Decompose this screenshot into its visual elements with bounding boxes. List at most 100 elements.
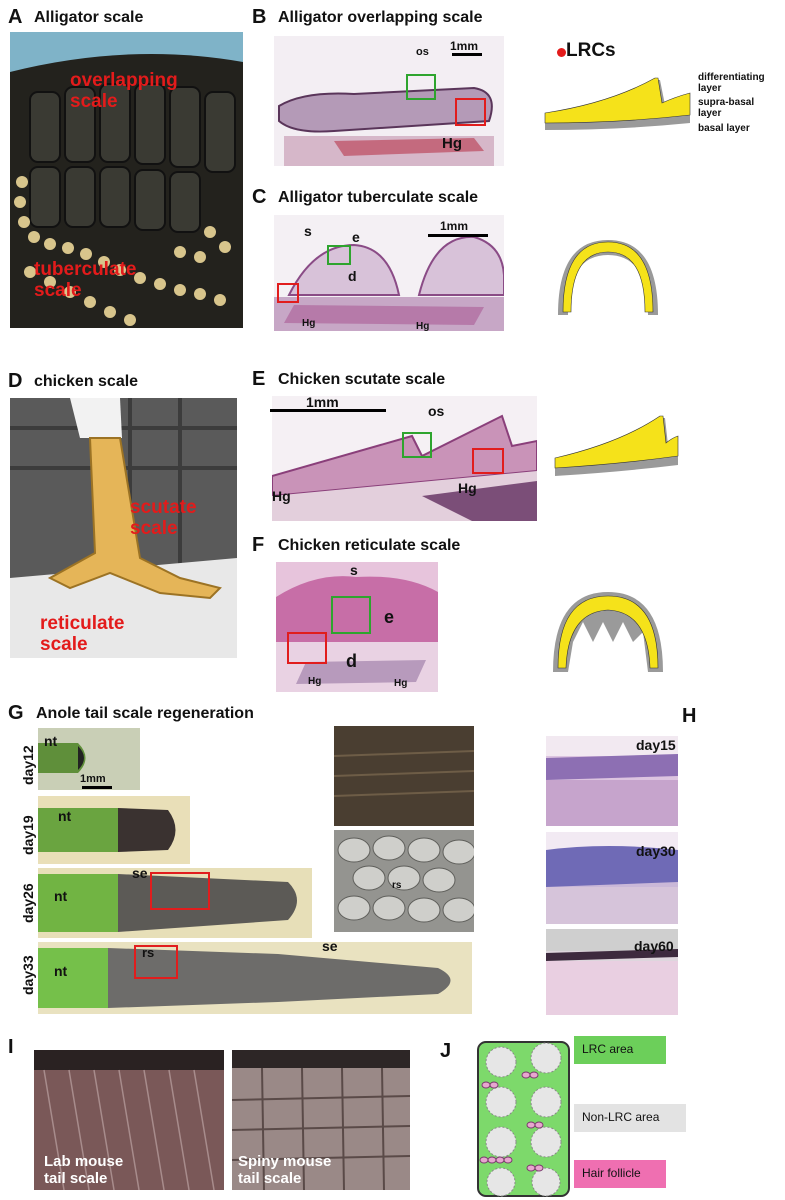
panel-b-os-label: os: [416, 46, 429, 58]
chicken-photo: [10, 398, 237, 658]
h-day15-histology: [546, 736, 678, 826]
overlapping-scale-label: overlapping scale: [70, 70, 178, 112]
anole-day33-graphic: [38, 948, 451, 1008]
overlapping-schematic: [540, 75, 695, 135]
spiny-mouse-label: Spiny mouse tail scale: [238, 1153, 332, 1187]
panel-e-scale-label: 1mm: [306, 394, 339, 410]
day33-rs-label: rs: [142, 945, 155, 960]
panel-f-letter: F: [252, 534, 265, 556]
day33-red-box: [134, 945, 178, 979]
closeup-rs-label: rs: [392, 880, 402, 891]
lrc-area-legend: LRC area: [574, 1036, 666, 1064]
reticulate-schematic: [548, 582, 668, 682]
day26-red-box: [150, 872, 210, 910]
panel-b-letter: B: [252, 6, 267, 28]
panel-e-letter: E: [252, 368, 266, 390]
panel-f-hg2-label: Hg: [394, 678, 408, 689]
day26-se-label: se: [132, 865, 148, 881]
alligator-overlapping-histology: [274, 36, 504, 166]
panel-d-letter: D: [8, 370, 23, 392]
panel-f-s-label: s: [350, 562, 358, 578]
non-lrc-area-legend: Non-LRC area: [574, 1104, 686, 1132]
alligator-photo: [10, 32, 243, 328]
panel-g-scalebar: [82, 786, 112, 789]
anole-rs-closeup: [334, 830, 474, 932]
panel-g-title: Anole tail scale regeneration: [36, 705, 254, 722]
differentiating-layer-label: differentiating layer: [698, 72, 765, 94]
panel-c-s-label: s: [304, 223, 312, 239]
anole-rs-closeup-graphic: [334, 830, 474, 932]
lrcs-legend-label: LRCs: [566, 40, 616, 61]
tuberculate-scale-label: tuberculate scale: [34, 259, 137, 301]
day19-nt-label: nt: [58, 808, 72, 824]
reticulate-scale-label: reticulate scale: [40, 613, 125, 655]
panel-c-hg2-label: Hg: [416, 321, 430, 332]
anole-day33-photo: [38, 942, 472, 1014]
overlapping-schematic-graphic: [544, 77, 691, 130]
day12-nt-label: nt: [44, 733, 58, 749]
panel-b-hg-label: Hg: [442, 135, 462, 152]
anole-day26-photo: [38, 868, 312, 938]
lab-mouse-tail-photo: [34, 1050, 224, 1190]
panel-a-letter: A: [8, 6, 23, 28]
panel-f-red-box: [287, 632, 327, 664]
h-day15-graphic: [546, 736, 678, 826]
panel-d-title: chicken scale: [34, 373, 139, 390]
panel-c-green-box: [327, 245, 351, 265]
chicken-reticulate-histology: [276, 562, 438, 692]
panel-f-green-box: [331, 596, 371, 634]
alligator-skin-graphic: [10, 32, 243, 328]
h-day15-label: day15: [636, 737, 676, 753]
anole-se-closeup: [334, 726, 474, 826]
lrc-dot-icon: [557, 48, 566, 57]
panel-g-letter: G: [8, 702, 24, 724]
panel-b-red-box: [455, 98, 486, 126]
panel-c-hg1-label: Hg: [302, 318, 316, 329]
panel-f-title: Chicken reticulate scale: [278, 537, 461, 554]
panel-b-green-box: [406, 74, 436, 100]
panel-c-scale-label: 1mm: [440, 219, 469, 233]
anole-day26-graphic: [38, 874, 297, 932]
lab-mouse-tail-graphic: [34, 1050, 224, 1190]
h-day60-graphic: [546, 929, 678, 1015]
overlapping-histology-graphic: [278, 86, 494, 166]
panel-c-d-label: d: [348, 268, 357, 284]
h-day60-histology: [546, 929, 678, 1015]
spiny-mouse-tail-graphic: [232, 1050, 410, 1190]
day19-label: day19: [20, 815, 36, 855]
anole-se-closeup-graphic: [334, 726, 474, 826]
hair-follicle-legend: Hair follicle: [574, 1160, 666, 1188]
panel-a-title: Alligator scale: [34, 9, 144, 26]
panel-e-scalebar: [270, 409, 386, 412]
chicken-foot-graphic: [10, 398, 237, 658]
tuberculate-schematic: [553, 230, 663, 330]
panel-f-e-label: e: [384, 607, 395, 627]
panel-e-os-label: os: [428, 403, 445, 419]
day33-se-label: se: [322, 938, 338, 954]
tail-skin-schematic: [476, 1040, 571, 1198]
panel-f-d-label: d: [346, 651, 357, 671]
panel-c-letter: C: [252, 186, 267, 208]
panel-e-green-box: [402, 432, 432, 458]
panel-b-scale-label: 1mm: [450, 39, 479, 53]
anole-day12-graphic: [38, 743, 86, 773]
scutate-schematic: [550, 410, 680, 480]
panel-e-title: Chicken scutate scale: [278, 371, 446, 388]
anole-day19-photo: [38, 796, 190, 864]
day26-nt-label: nt: [54, 888, 68, 904]
reticulate-schematic-graphic: [553, 592, 663, 672]
basal-layer-label: basal layer: [698, 123, 750, 134]
panel-c-title: Alligator tuberculate scale: [278, 189, 479, 206]
panel-c-e-label: e: [352, 229, 360, 245]
day12-label: day12: [20, 745, 36, 785]
scutate-schematic-graphic: [554, 415, 679, 476]
panel-b-scalebar: [452, 53, 482, 56]
panel-c-scalebar: [428, 234, 488, 237]
day26-label: day26: [20, 883, 36, 923]
panel-c-red-box: [277, 283, 299, 303]
h-day30-label: day30: [636, 843, 676, 859]
h-day30-histology: [546, 832, 678, 924]
scutate-scale-label: scutate scale: [130, 497, 197, 539]
tuberculate-histology-graphic: [274, 235, 504, 331]
suprabasal-layer-label: supra-basal layer: [698, 97, 755, 119]
